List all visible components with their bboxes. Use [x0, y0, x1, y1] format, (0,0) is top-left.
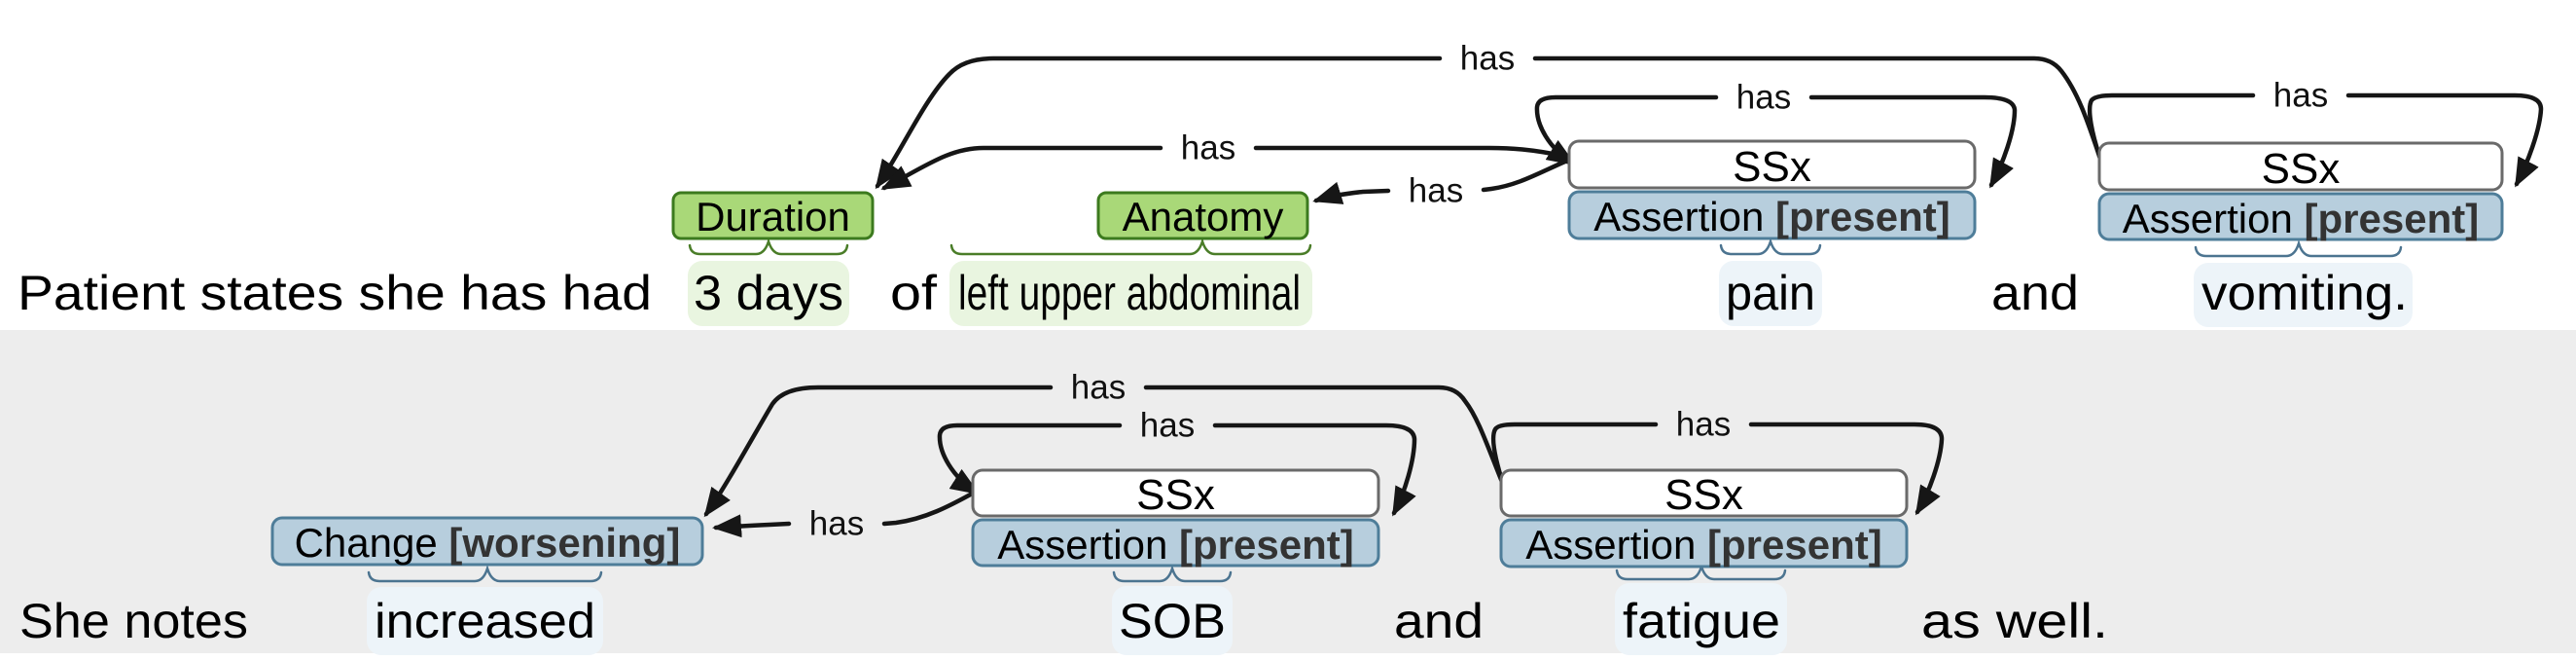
sentence-token: pain: [1726, 266, 1815, 320]
sentence-token: fatigue: [1623, 594, 1780, 648]
relation-label: has: [1460, 40, 1515, 78]
sentence-token: of: [890, 266, 937, 320]
sentence-row-1: Patient states she has had 3 days of left u…: [18, 39, 2545, 327]
entity-anatomy: [1096, 191, 1309, 240]
entity-anatomy-label: Anatomy: [1123, 194, 1284, 239]
attribute-assertion-pain: [1567, 190, 1977, 240]
token-highlight: [2194, 263, 2413, 327]
entity-ssx-fatigue: [1499, 468, 1909, 518]
relation-label: has: [1071, 369, 1126, 407]
attribute-assertion-fatigue: [1499, 518, 1909, 568]
sentence-token: as well.: [1921, 594, 2108, 648]
entity-ssx-pain: [1567, 139, 1977, 190]
entity-ssx-vomiting-label: SSx: [2262, 145, 2341, 193]
entity-duration: [671, 191, 875, 240]
token-highlight: [367, 587, 603, 655]
relation-label: has: [1140, 407, 1195, 445]
attribute-change-increased: [270, 516, 704, 567]
attribute-assertion-pain-label: Assertion [present]: [1593, 194, 1950, 239]
attribute-change-increased-label: Change [worsening]: [295, 520, 681, 566]
sentence-token: Patient states she has had: [18, 266, 652, 320]
attribute-assertion-vomiting-label: Assertion [present]: [2123, 196, 2479, 241]
rel-vomiting-has-assertion: [2087, 92, 2541, 184]
entity-duration-label: Duration: [696, 194, 850, 239]
span-brace: [1719, 237, 1822, 256]
rel-fatigue-has-assertion: [1490, 422, 1942, 512]
relation-label: has: [2273, 77, 2328, 115]
entity-ssx-sob-label: SSx: [1136, 471, 1215, 519]
attribute-assertion-fatigue-label: Assertion [present]: [1525, 522, 1881, 568]
attribute-assertion-vomiting: [2097, 192, 2504, 241]
span-brace: [688, 237, 849, 256]
span-brace: [367, 564, 603, 583]
sentence-token: and: [1394, 594, 1484, 648]
sentence-token: SOB: [1119, 594, 1226, 648]
span-brace: [1112, 564, 1233, 583]
sentence-token: increased: [375, 594, 595, 648]
sentence-row-2: She notes increased SOB and fatigue as well. h…: [0, 330, 2576, 655]
relation-label: has: [1736, 79, 1791, 117]
rel-pain-has-assertion: [1534, 94, 2015, 185]
token-highlight: [688, 261, 849, 326]
sentence-token: vomiting.: [2201, 266, 2408, 320]
token-highlight: [1112, 586, 1233, 655]
attribute-assertion-sob: [971, 518, 1380, 568]
sentence-token: left upper abdominal: [958, 266, 1301, 320]
span-brace: [949, 237, 1312, 256]
sentence-token: 3 days: [694, 266, 843, 320]
relation-label: has: [809, 505, 864, 543]
attribute-assertion-sob-label: Assertion [present]: [997, 522, 1353, 568]
token-highlight: [949, 261, 1312, 326]
entity-ssx-pain-label: SSx: [1733, 143, 1811, 191]
token-highlight: [1719, 261, 1822, 326]
span-brace: [2194, 238, 2403, 258]
relation-label: has: [1181, 129, 1235, 167]
rel-fatigue-has-change: [706, 385, 1507, 514]
entity-ssx-fatigue-label: SSx: [1664, 471, 1743, 519]
token-highlight: [1615, 583, 1787, 655]
entity-ssx-sob: [971, 468, 1380, 518]
relation-label: has: [1409, 172, 1463, 210]
sentence-token: She notes: [19, 594, 248, 648]
relation-label: has: [1676, 406, 1731, 444]
entity-ssx-vomiting: [2097, 141, 2504, 192]
rel-sob-has-assertion: [937, 422, 1414, 513]
sentence-token: and: [1991, 266, 2079, 320]
